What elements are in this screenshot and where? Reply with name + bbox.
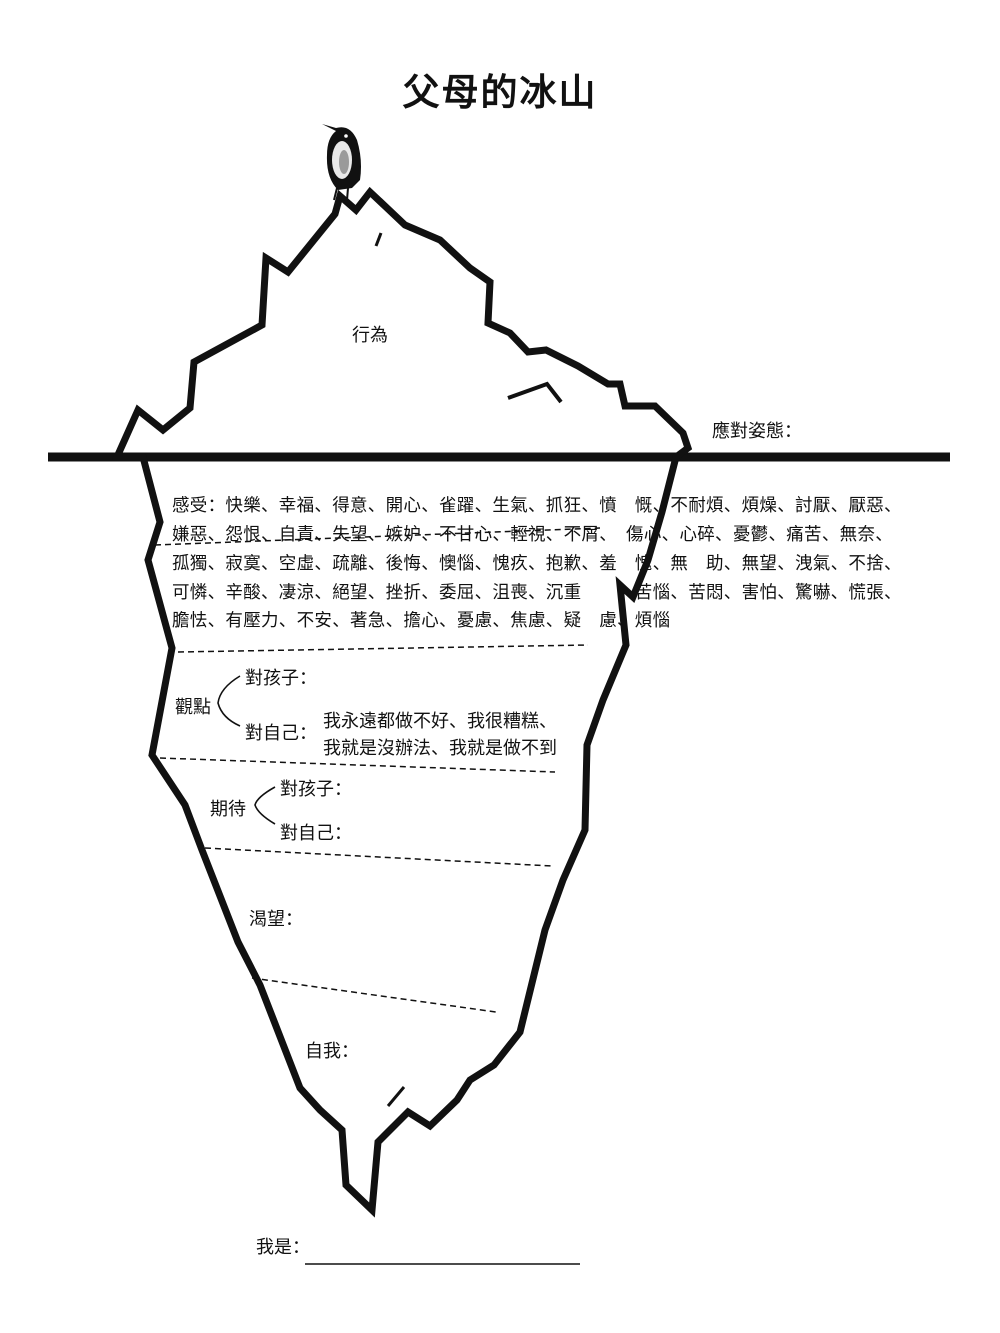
- expectation-bracket: [254, 786, 276, 825]
- divider-perspective: [177, 644, 589, 653]
- i-am-label: 我是：: [256, 1237, 310, 1258]
- crack-mark: [374, 232, 383, 247]
- page-title: 父母的冰山: [402, 70, 598, 114]
- feelings-line: 嫌惡、怨恨、自責、失望、嫉妒、不甘心、輕視、不屑、 傷心、心碎、憂鬱、痛苦、無奈…: [172, 525, 894, 545]
- perspective-to-child-label: 對孩子：: [245, 668, 317, 689]
- perspective-to-self-label: 對自己：: [245, 723, 317, 744]
- expectation-to-child-label: 對孩子：: [280, 779, 352, 800]
- divider-feelings: [154, 527, 601, 546]
- perspective-label: 觀點: [175, 697, 211, 718]
- iceberg-outline: [111, 186, 693, 1218]
- perspective-self-text: 我永遠都做不好、我很糟糕、: [323, 711, 557, 732]
- perspective-bracket: [217, 675, 241, 727]
- bird-icon: [322, 124, 361, 201]
- self-label: 自我：: [305, 1041, 359, 1062]
- coping-stance-label: 應對姿態：: [712, 421, 802, 442]
- crack-mark: [386, 1086, 406, 1107]
- expectation-label: 期待: [210, 799, 246, 820]
- feelings-line: 孤獨、寂寞、空虛、疏離、後悔、懊惱、愧疚、抱歉、羞 愧、無 助、無望、洩氣、不捨…: [172, 554, 902, 574]
- feelings-line: 可憐、辛酸、凄涼、絕望、挫折、委屈、沮喪、沉重 、苦惱、苦悶、害怕、驚嚇、慌張、: [172, 583, 902, 603]
- behavior-label: 行為: [352, 325, 388, 346]
- expectation-to-self-label: 對自己：: [280, 823, 352, 844]
- yearning-label: 渴望：: [249, 909, 303, 930]
- feelings-line: 感受：快樂、幸福、得意、開心、雀躍、生氣、抓狂、憤 慨、不耐煩、煩燥、討厭、厭惡…: [172, 496, 902, 516]
- feelings-line: 膽怯、有壓力、不安、著急、擔心、憂慮、焦慮、疑 慮、煩惱: [172, 611, 671, 631]
- perspective-self-text: 我就是沒辦法、我就是做不到: [323, 738, 557, 759]
- divider-yearning: [204, 847, 553, 867]
- divider-self: [251, 977, 497, 1013]
- crack-mark: [507, 381, 563, 404]
- divider-expectation: [159, 757, 556, 773]
